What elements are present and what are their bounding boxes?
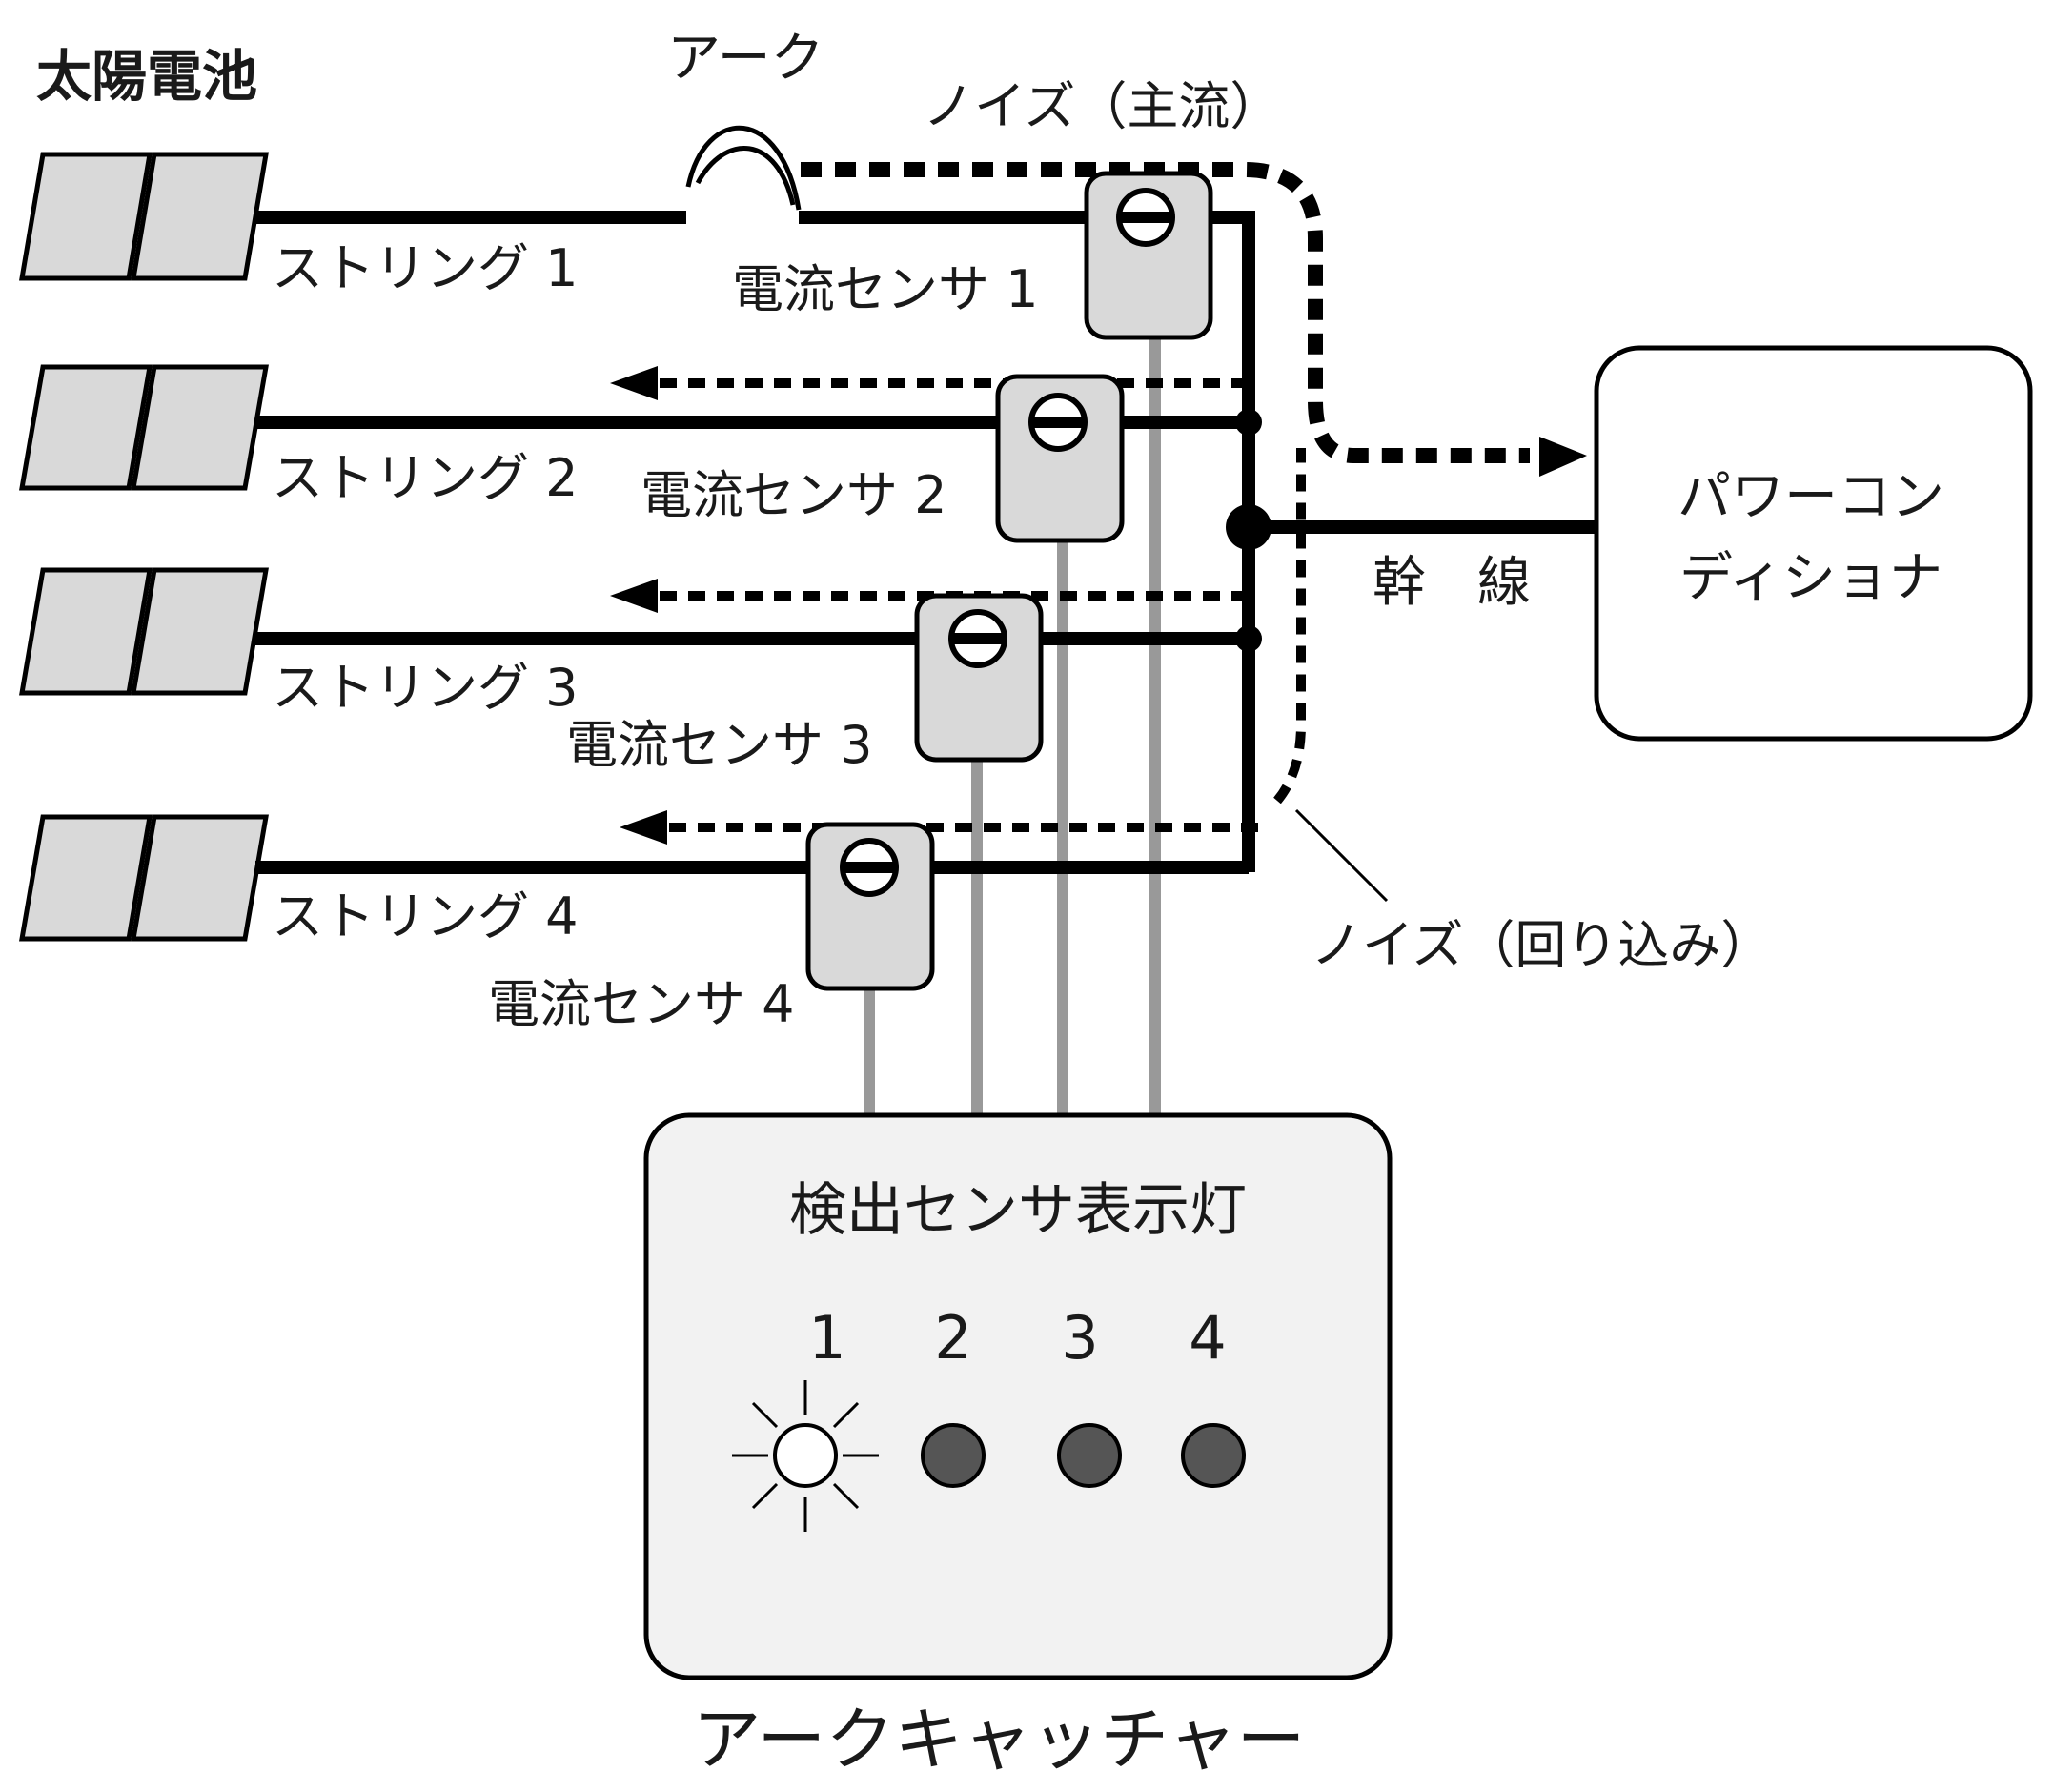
indicator-title: 検出センサ表示灯 [789,1177,1247,1244]
power-conditioner-box [1594,345,2033,742]
arc-catcher-label: アークキャッチャー [693,1700,1306,1780]
junction-string-2 [1235,409,1262,436]
string-wires [255,211,1596,874]
solar-panel-1 [19,152,269,281]
string-label-1: ストリング 1 [272,238,579,298]
solar-panels [19,152,269,942]
current-sensor-4 [808,825,932,988]
indicator-number-3: 3 [1061,1303,1098,1373]
solar-panel-4 [19,814,269,942]
indicator-lamp-4 [1181,1423,1246,1488]
arc-label: アーク [667,28,824,90]
power-conditioner-line2: ディショナ [1679,547,1942,609]
junction-string-3 [1235,625,1262,652]
noise-main-label: ノイズ（主流） [923,76,1281,136]
sensor-label-4: 電流センサ 4 [488,974,795,1034]
indicator-lamp-2 [921,1423,986,1488]
string-wire-1b [799,211,1255,872]
junction-trunk [1226,504,1271,550]
noise-main-path [801,162,1530,463]
current-sensor-1 [1087,173,1210,337]
noise-sneak-arrowheads [610,366,667,845]
indicator-number-2: 2 [934,1303,971,1373]
arc-catcher-box [643,1112,1393,1680]
sensor-label-2: 電流センサ 2 [641,465,947,525]
sensor-label-1: 電流センサ 1 [732,259,1039,319]
indicator-lamp-1-lit [732,1380,879,1532]
solar-panel-2 [19,364,269,491]
noise-sneak-label: ノイズ（回り込み） [1311,915,1772,975]
solar-cell-label: 太陽電池 [36,44,257,109]
noise-main-arrowhead [1539,437,1587,477]
trunk-label-char2: 線 [1477,552,1531,614]
trunk-label-char1: 幹 [1373,552,1426,614]
indicator-number-4: 4 [1189,1303,1226,1373]
indicator-number-1: 1 [808,1303,845,1373]
power-conditioner-line1: パワーコン [1678,466,1944,528]
current-sensor-2 [998,377,1122,540]
indicator-lamp-3 [1057,1423,1122,1488]
junctions [1226,409,1271,652]
noise-sneak-leader [1294,808,1389,903]
string-label-3: ストリング 3 [272,658,579,718]
string-label-4: ストリング 4 [272,886,579,947]
solar-panel-3 [19,567,269,696]
sensor-label-3: 電流センサ 3 [566,715,873,775]
current-sensor-3 [917,596,1041,760]
string-label-2: ストリング 2 [272,448,579,508]
arc-symbol [685,125,802,211]
